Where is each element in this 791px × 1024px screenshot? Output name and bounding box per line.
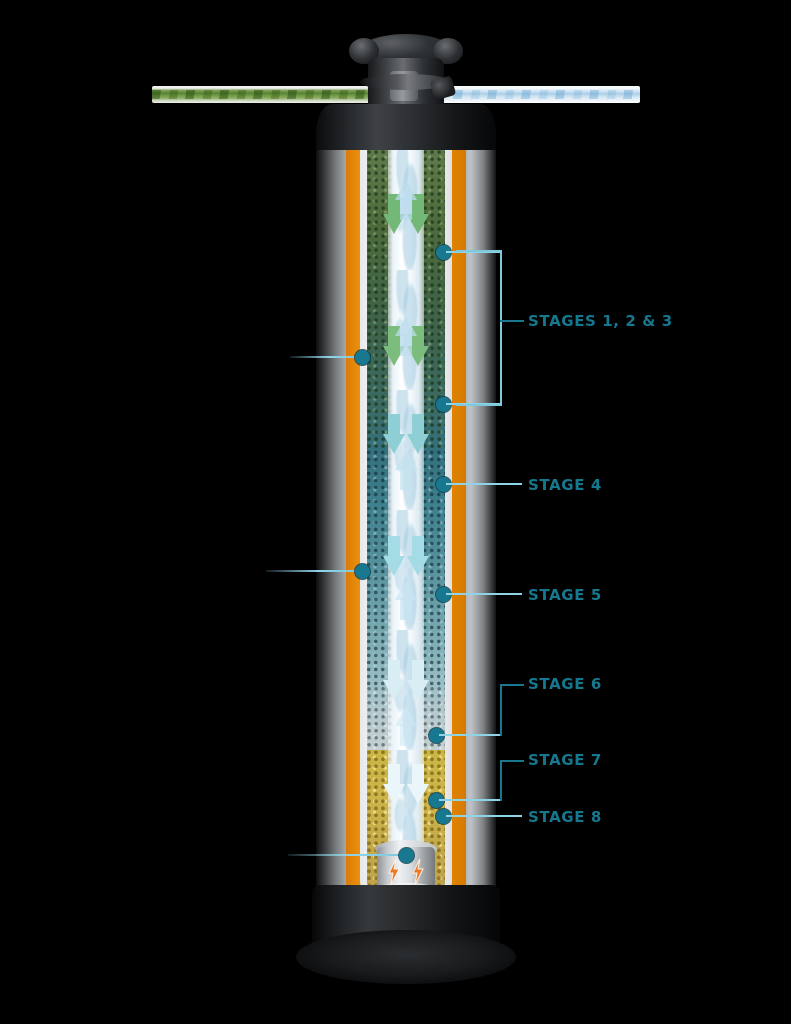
flow-arrow-up [395, 316, 417, 356]
callout-dot-stage-1 [436, 245, 451, 260]
left-callout-dot [355, 350, 370, 365]
callout-elbow-stage-7 [500, 760, 502, 801]
flow-arrow-down [407, 764, 429, 804]
left-callout-line [290, 356, 362, 358]
callout-label-stage-5: STAGE 5 [528, 586, 602, 604]
floor-shadow [296, 930, 516, 984]
flow-arrow-up [395, 706, 417, 746]
flow-arrow-down [383, 414, 405, 454]
tank-body [316, 150, 496, 940]
callout-stem-stages-1-2-3 [500, 320, 524, 322]
callout-stem-stage-7 [500, 760, 524, 762]
callout-line-stage-8 [446, 815, 522, 817]
flow-arrow-down [407, 536, 429, 576]
callout-bracket-stages-1-2-3 [456, 250, 502, 406]
left-callout-dot [399, 848, 414, 863]
flow-arrow-up [395, 580, 417, 620]
callout-label-stage-6: STAGE 6 [528, 675, 602, 693]
callout-dot-stage-3 [436, 397, 451, 412]
callout-dot-stage-5 [436, 587, 451, 602]
callout-label-stage-8: STAGE 8 [528, 808, 602, 826]
callout-elbow-stage-6 [500, 684, 502, 736]
untreated-water-inlet-pipe [152, 86, 400, 103]
callout-dot-stage-6 [429, 728, 444, 743]
left-callout-line [266, 570, 362, 572]
callout-line-stage-5 [446, 593, 522, 595]
callout-dot-stage-7 [429, 793, 444, 808]
flow-arrow-up [395, 180, 417, 220]
callout-line-stage-7 [439, 799, 501, 801]
left-callout-line [288, 854, 406, 856]
lightning-bolt-icon [387, 859, 401, 885]
lightning-bolt-icon [411, 859, 425, 885]
callout-dot-stage-8 [436, 809, 451, 824]
flow-arrow-down [383, 764, 405, 804]
callout-line-stage-1 [446, 251, 502, 253]
flow-arrow-down [383, 660, 405, 700]
flow-arrow-down [383, 536, 405, 576]
callout-stem-stage-6 [500, 684, 524, 686]
left-callout-dot [355, 564, 370, 579]
callout-line-stage-6 [439, 734, 501, 736]
filtered-water-outlet-pipe [420, 86, 640, 103]
callout-label-stages-1-2-3: STAGES 1, 2 & 3 [528, 312, 673, 330]
callout-label-stage-7: STAGE 7 [528, 751, 602, 769]
valve-collar [360, 74, 452, 90]
media-chamber [367, 150, 445, 907]
callout-label-stage-4: STAGE 4 [528, 476, 602, 494]
flow-arrow-down [407, 660, 429, 700]
callout-line-stage-4 [446, 483, 522, 485]
flow-arrow-down [407, 414, 429, 454]
flow-arrow-up [395, 450, 417, 490]
media-chamber-dome [367, 150, 445, 196]
callout-dot-stage-4 [436, 477, 451, 492]
